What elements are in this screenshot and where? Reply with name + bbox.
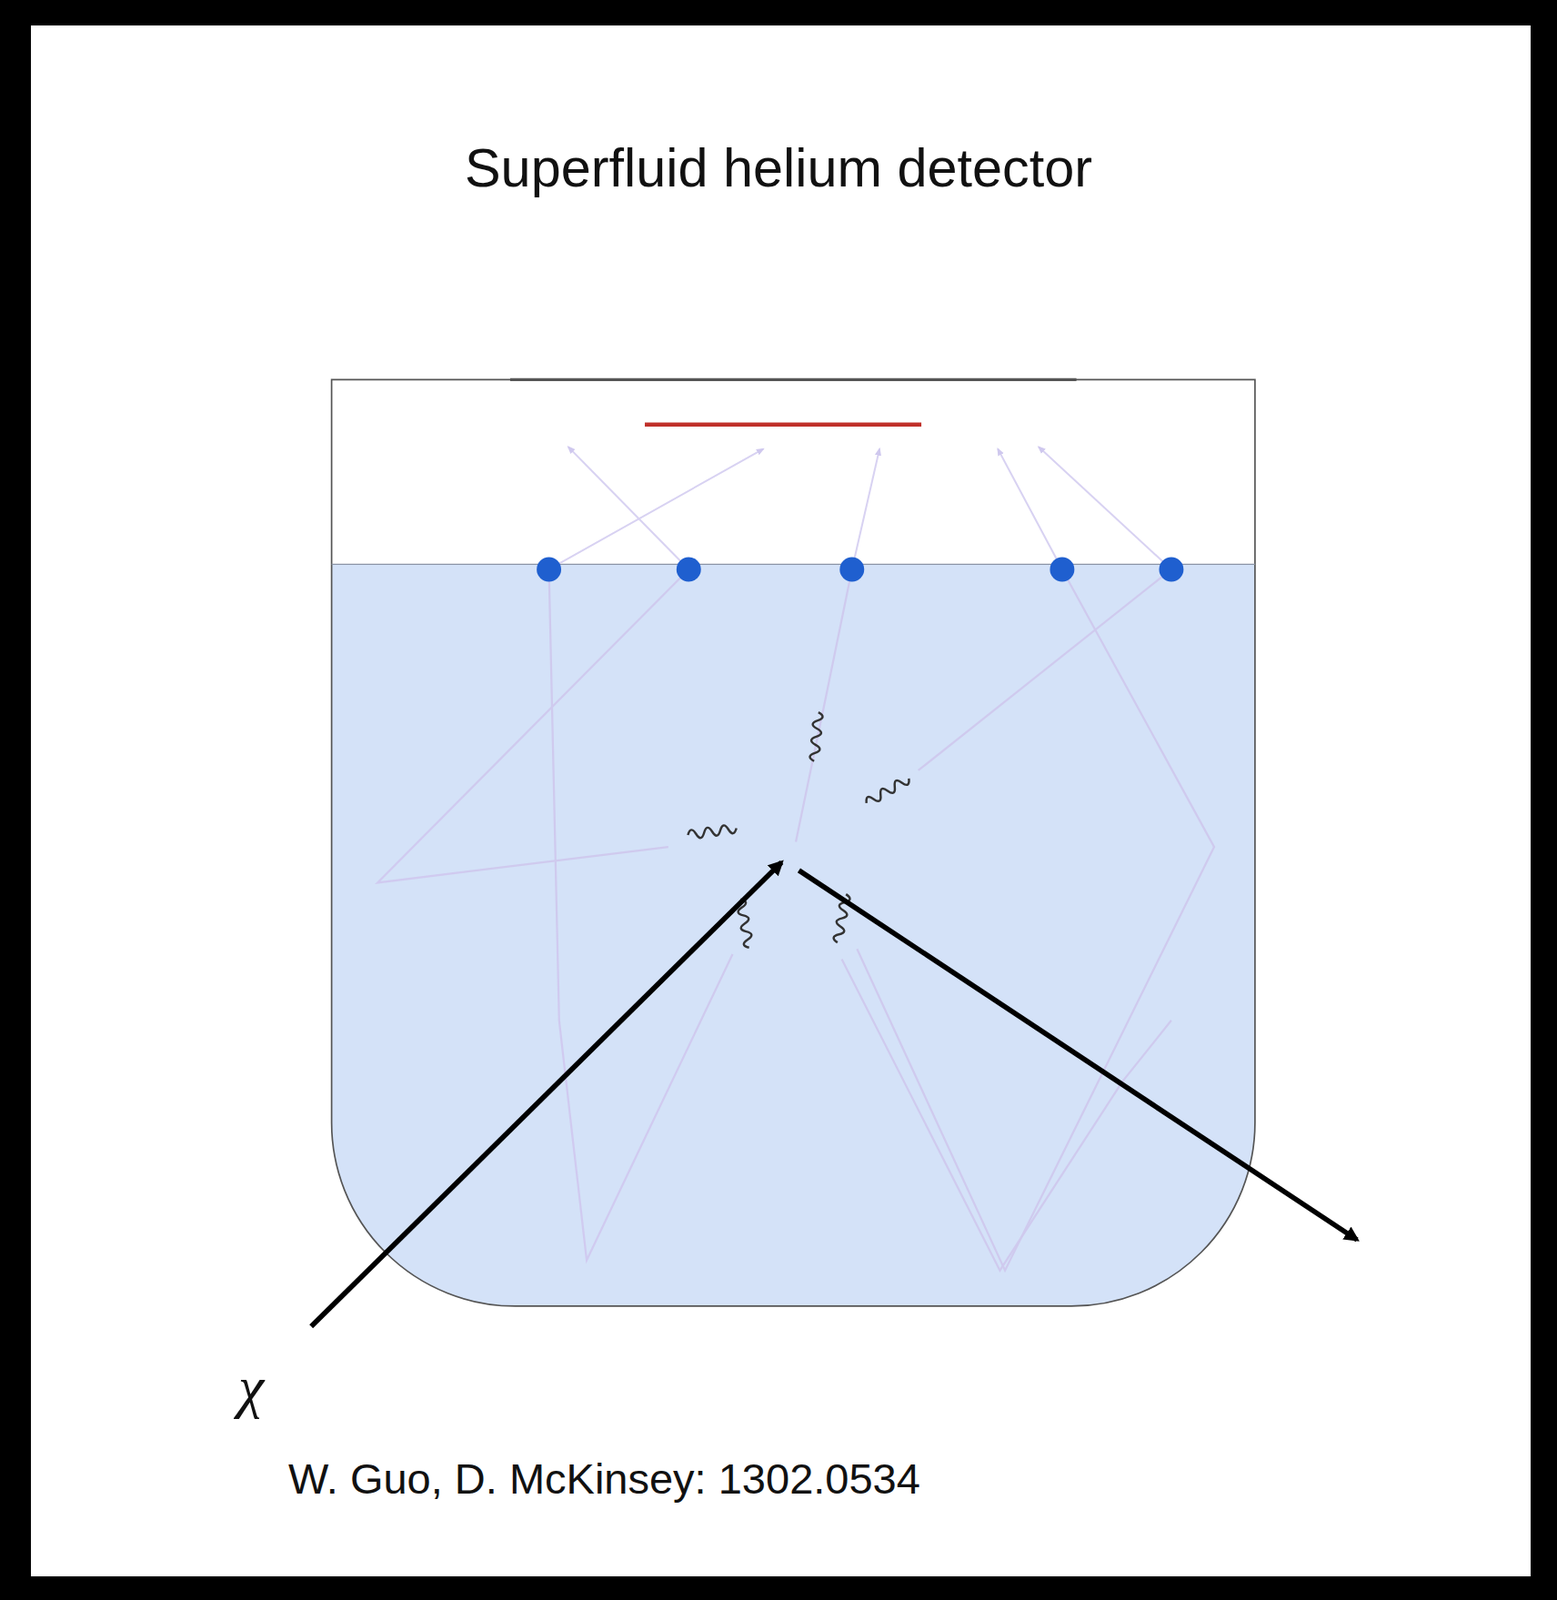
phonon-wiggles — [687, 712, 912, 949]
helium-liquid — [331, 563, 1256, 1306]
atom-dots — [536, 557, 1184, 583]
outgoing-particle — [798, 870, 1357, 1240]
citation-caption: W. Guo, D. McKinsey: 1302.0534 — [288, 1453, 921, 1504]
detector-plate — [644, 421, 922, 426]
quasiparticle-paths — [377, 569, 1215, 1271]
particle-symbol: χ — [238, 1353, 264, 1421]
liquid-surface — [331, 563, 1256, 565]
lid — [510, 378, 1077, 382]
evaporated-atoms — [549, 446, 1172, 570]
incoming-particle — [311, 862, 782, 1326]
title: Superfluid helium detector — [0, 136, 1557, 200]
